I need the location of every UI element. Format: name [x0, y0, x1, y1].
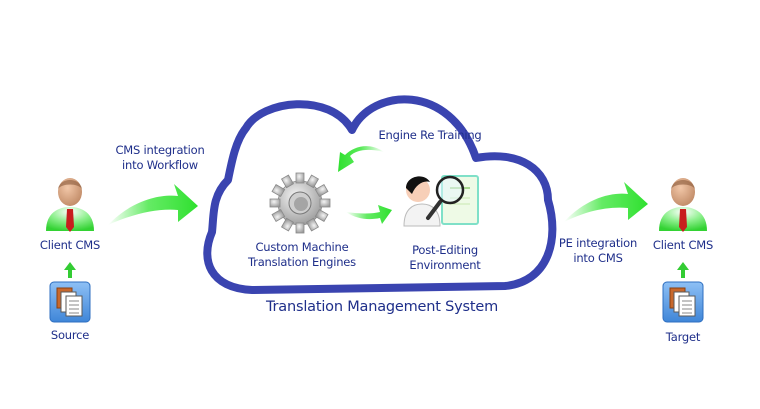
tms-title: Translation Management System: [266, 299, 499, 315]
target-label: Target: [665, 330, 701, 344]
client-cms-user-icon-left: [46, 178, 94, 232]
arrow-pe-to-cms: [564, 182, 648, 222]
cms-integration-label-line2: into Workflow: [122, 158, 198, 172]
arrow-source-up: [64, 262, 76, 278]
source-document-icon: [49, 281, 91, 323]
right-client-cms-label: Client CMS: [652, 238, 714, 252]
cms-integration-label-line1: CMS integration: [115, 143, 205, 157]
source-label: Source: [50, 328, 90, 342]
client-cms-user-icon-right: [659, 178, 707, 232]
left-client-cms-label: Client CMS: [39, 238, 101, 252]
tms-cloud: [203, 95, 557, 294]
arrow-engine-to-postediting: [346, 205, 392, 224]
pe-integration-label-line1: PE integration: [558, 236, 638, 250]
target-document-icon: [662, 281, 704, 323]
engine-retraining-label: Engine Re Training: [378, 128, 482, 142]
arrow-target-up: [677, 262, 689, 278]
arrow-cms-to-workflow: [108, 184, 198, 225]
custom-mt-label-line2: Translation Engines: [248, 255, 356, 269]
gear-icon: [269, 172, 331, 234]
post-editing-label-line1: Post-Editing: [412, 243, 478, 257]
post-editor-icon: [403, 175, 479, 227]
post-editing-label-line2: Environment: [409, 258, 481, 272]
pe-integration-label-line2: into CMS: [573, 251, 623, 265]
custom-mt-label-line1: Custom Machine: [255, 240, 349, 254]
arrow-engine-retraining: [338, 146, 384, 172]
